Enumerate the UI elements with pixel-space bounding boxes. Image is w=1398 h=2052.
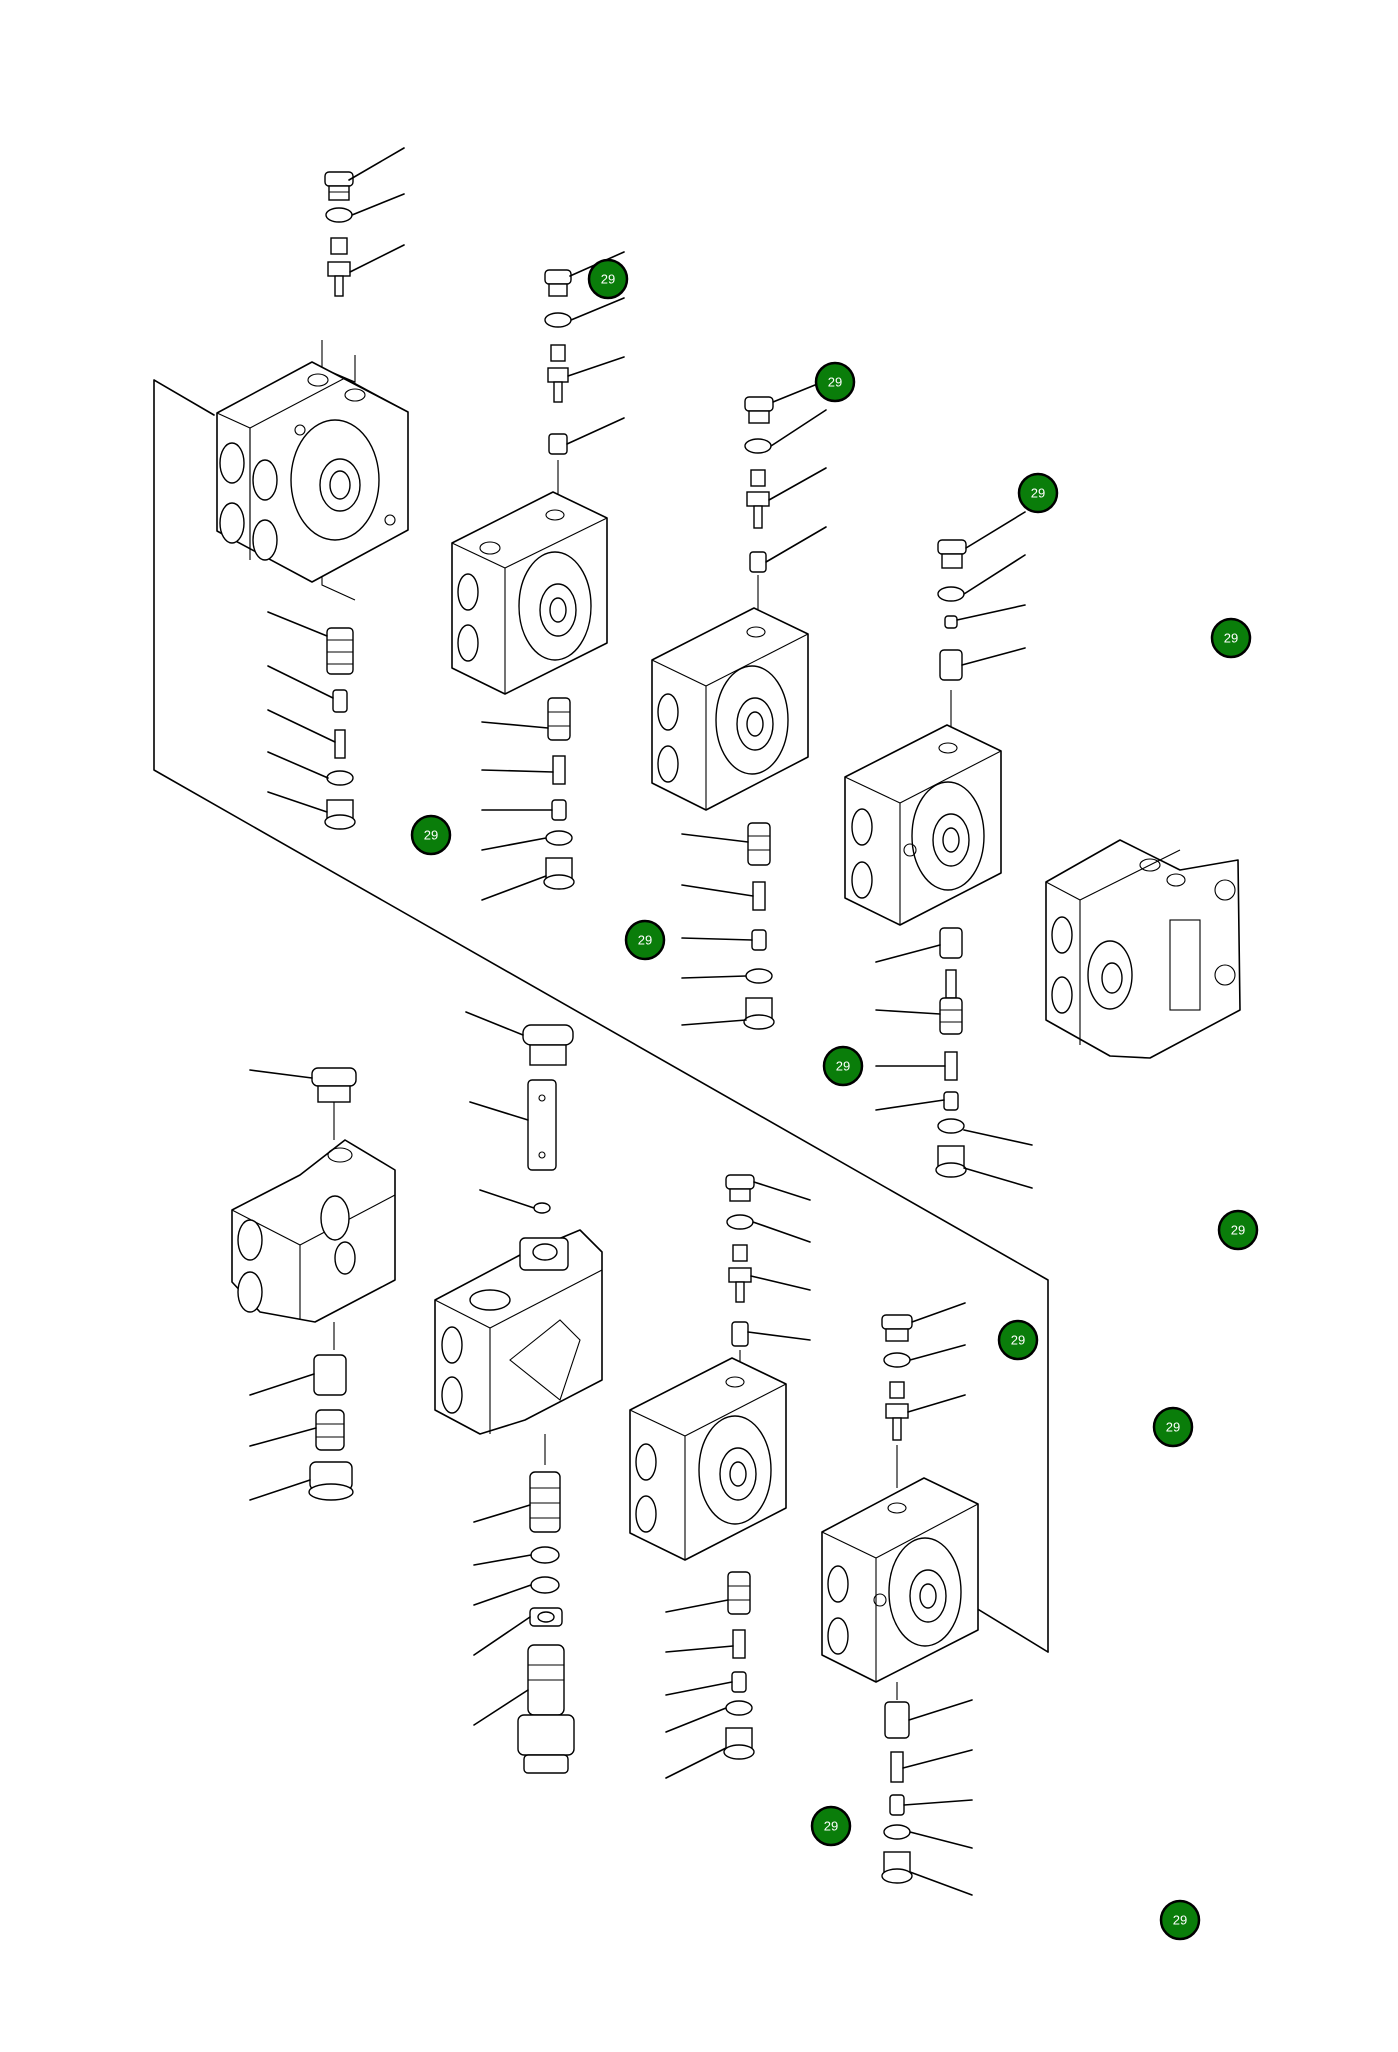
relief-valve-body (434, 1229, 603, 1435)
svg-text:29: 29 (824, 1819, 838, 1834)
callout-badge[interactable]: 29 (822, 1045, 864, 1087)
svg-text:29: 29 (424, 828, 438, 843)
valve-section-4 (844, 511, 1033, 1189)
spring-small (332, 689, 348, 713)
svg-text:29: 29 (1224, 631, 1238, 646)
callout-badge[interactable]: 29 (814, 361, 856, 403)
o-ring (325, 207, 353, 223)
callout-badge[interactable]: 29 (587, 258, 629, 300)
svg-text:29: 29 (836, 1059, 850, 1074)
valve-body-6 (821, 1477, 979, 1683)
valve-section-2 (451, 251, 625, 901)
svg-text:29: 29 (601, 272, 615, 287)
inlet-section (231, 1067, 396, 1501)
poppet (327, 237, 351, 297)
svg-text:29: 29 (1231, 1223, 1245, 1238)
callout-badge[interactable]: 29 (1152, 1406, 1194, 1448)
valve-body-1 (216, 361, 409, 583)
svg-text:29: 29 (1173, 1913, 1187, 1928)
svg-text:29: 29 (1166, 1420, 1180, 1435)
valve-body-2 (451, 491, 608, 695)
callouts: 29 29 29 29 29 29 29 29 29 29 29 29 (410, 258, 1259, 1941)
spring (326, 627, 354, 675)
callout-badge[interactable]: 29 (410, 814, 452, 856)
callout-badge[interactable]: 29 (810, 1805, 852, 1847)
o-ring (326, 770, 354, 786)
plug-bottom (324, 799, 356, 830)
pin (334, 729, 346, 759)
valve-section-3 (651, 384, 827, 1030)
valve-section-6 (821, 1302, 979, 1896)
callout-badge[interactable]: 29 (1017, 472, 1059, 514)
callout-badge[interactable]: 29 (1210, 617, 1252, 659)
callout-badge[interactable]: 29 (624, 919, 666, 961)
callout-badge[interactable]: 29 (997, 1319, 1039, 1361)
valve-body-3 (651, 607, 809, 811)
valve-body-5 (629, 1357, 787, 1561)
svg-text:29: 29 (828, 375, 842, 390)
valve-section-1 (216, 147, 409, 830)
callout-badge[interactable]: 29 (1159, 1899, 1201, 1941)
svg-text:29: 29 (1031, 486, 1045, 501)
svg-text:29: 29 (638, 933, 652, 948)
callout-badge[interactable]: 29 (1217, 1209, 1259, 1251)
plug (324, 171, 354, 201)
end-cover (1045, 839, 1241, 1059)
valve-section-5 (629, 1174, 811, 1779)
relief-section (434, 1011, 603, 1774)
svg-text:29: 29 (1011, 1333, 1025, 1348)
valve-body-4 (844, 724, 1002, 926)
